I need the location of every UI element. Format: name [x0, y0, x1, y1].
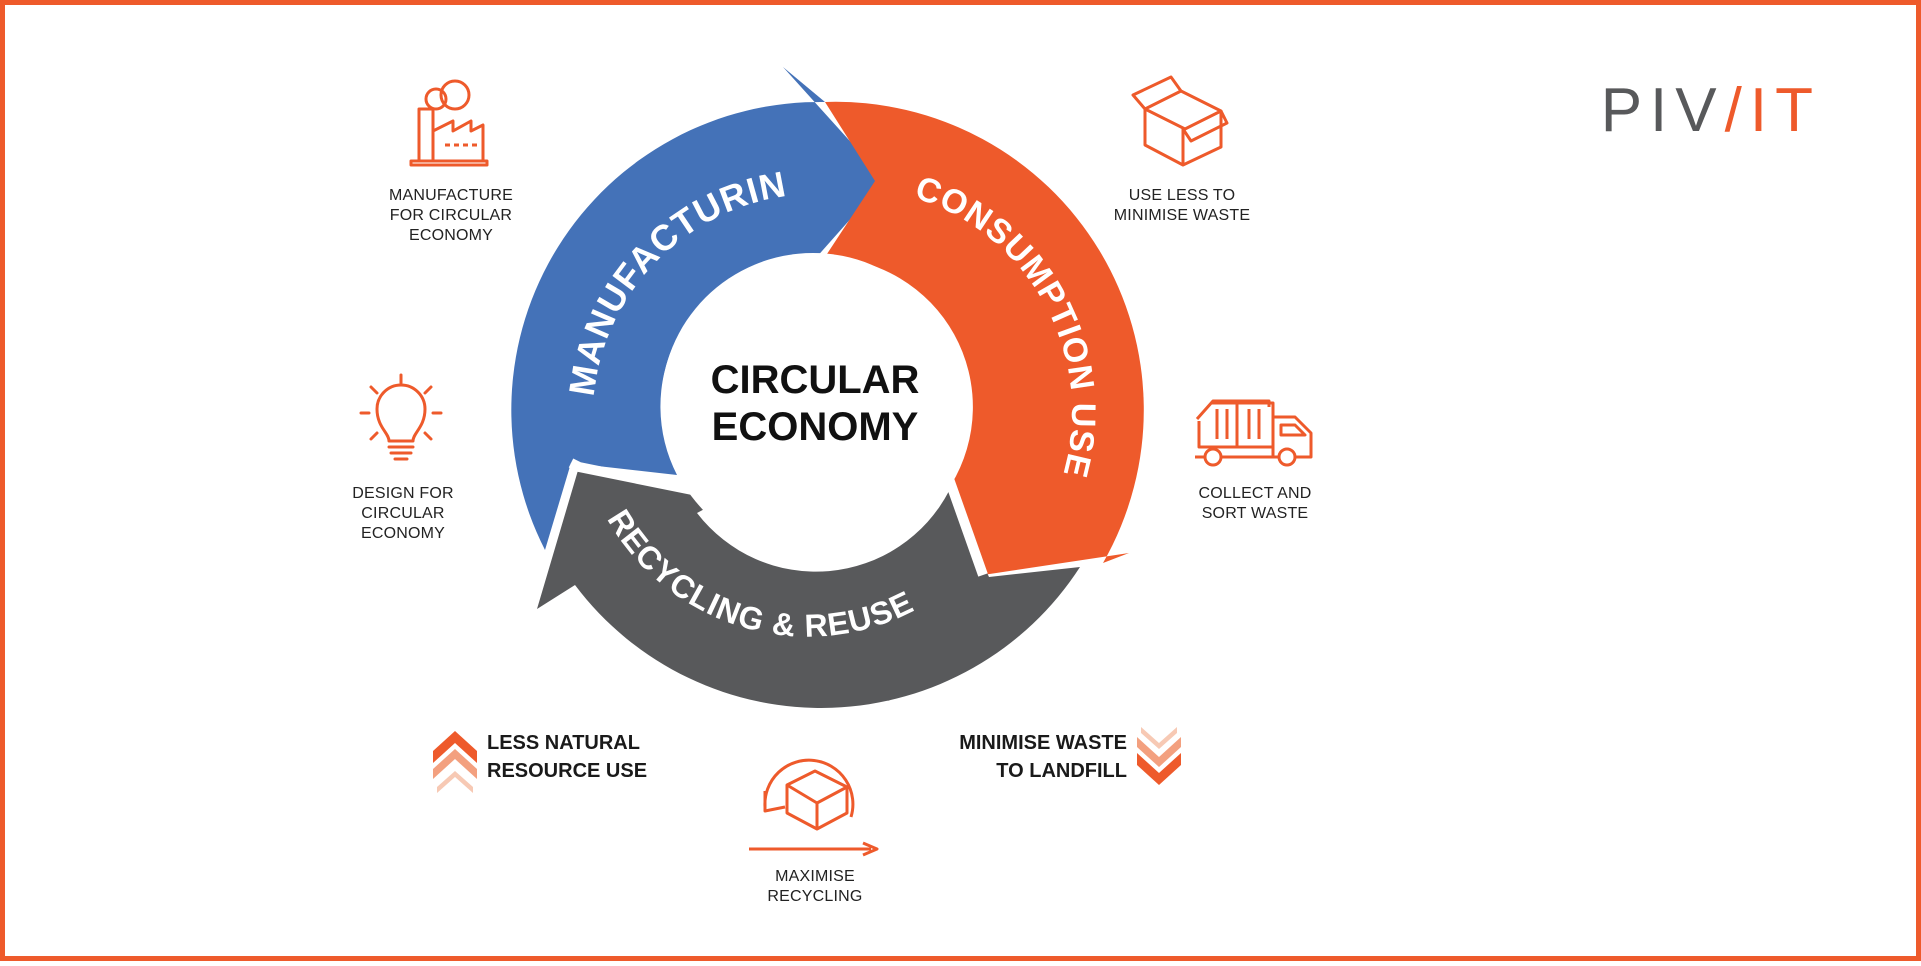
center-title-line1: CIRCULAR [711, 358, 920, 402]
step-label-manufacture: MANUFACTURE FOR CIRCULAR ECONOMY [389, 187, 513, 244]
manufacturing-arrow [511, 67, 885, 550]
step-label-design: DESIGN FOR CIRCULAR ECONOMY [352, 485, 454, 542]
consumption-use-arrow [825, 101, 1144, 575]
factory-icon [409, 79, 489, 167]
lightbulb-icon [359, 373, 443, 461]
center-disc [661, 253, 965, 557]
chevrons-down-icon [1137, 727, 1181, 785]
benefit-label-less-resource: LESS NATURAL RESOURCE USE [487, 732, 648, 782]
step-label-maximise-recycling: MAXIMISE RECYCLING [767, 868, 863, 905]
box-icon [1131, 75, 1229, 167]
garbage-truck-icon [1195, 399, 1313, 467]
pivit-logo: PIV/IT [1600, 76, 1821, 145]
recycle-box-icon [749, 758, 879, 857]
recycling-reuse-arrow [537, 467, 1080, 708]
circular-economy-diagram: CIRCULAR ECONOMY MANUFACTURING CONSUMPTI… [5, 5, 1313, 857]
separator-gray-blue [568, 458, 728, 502]
center-title-line2: ECONOMY [712, 405, 919, 449]
chevrons-up-icon [433, 731, 477, 793]
step-label-use-less: USE LESS TO MINIMISE WASTE [1113, 187, 1251, 224]
benefit-label-minimise-waste: MINIMISE WASTE TO LANDFILL [959, 732, 1127, 782]
step-label-collect-sort: COLLECT AND SORT WASTE [1198, 485, 1312, 522]
